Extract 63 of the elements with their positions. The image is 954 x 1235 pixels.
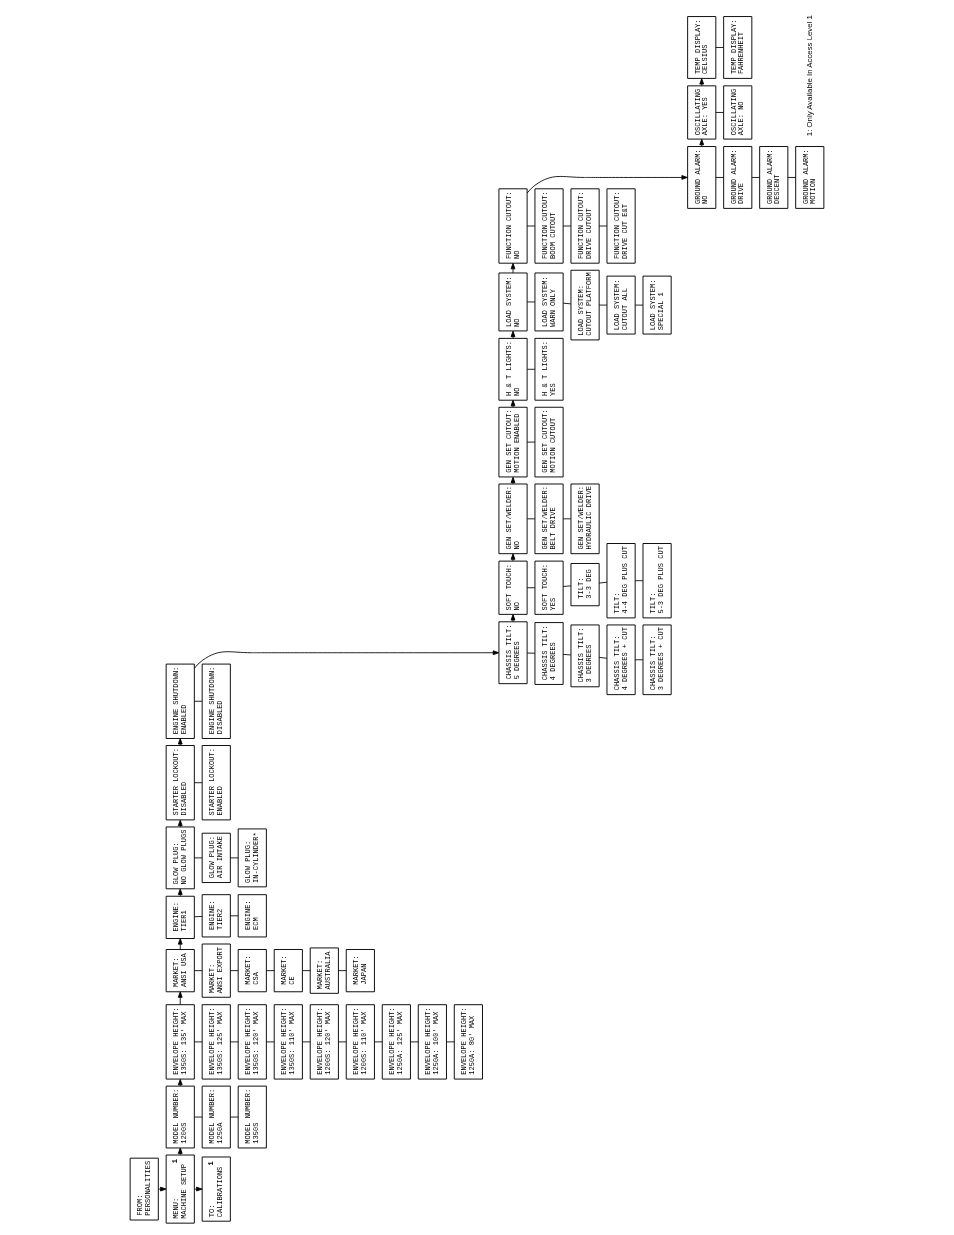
connector	[526, 441, 536, 443]
connector	[634, 659, 644, 661]
arrow	[510, 330, 516, 339]
connector	[598, 581, 608, 584]
connector	[230, 915, 239, 917]
connector	[562, 225, 572, 227]
connector	[562, 518, 572, 520]
arrow	[510, 553, 516, 562]
connector	[562, 302, 572, 305]
arrow	[177, 938, 183, 950]
connector	[230, 1116, 239, 1118]
connector	[634, 304, 644, 306]
arrow	[194, 1186, 203, 1192]
connector	[787, 177, 796, 178]
connector	[338, 970, 347, 972]
connector	[194, 1116, 203, 1118]
connector	[751, 177, 760, 178]
arrow	[177, 991, 183, 1005]
connector	[266, 970, 275, 972]
arrow	[510, 262, 516, 274]
arrow	[526, 175, 688, 194]
connector	[598, 656, 608, 659]
connector	[562, 585, 572, 587]
connector	[302, 1041, 311, 1043]
connector	[194, 970, 203, 972]
connector	[526, 587, 536, 589]
connector	[715, 47, 724, 48]
connector	[562, 654, 572, 656]
connector	[194, 782, 203, 784]
arrow	[177, 1147, 183, 1156]
connector	[715, 177, 724, 178]
connector	[634, 580, 644, 582]
connector	[598, 304, 608, 306]
connector	[230, 1041, 239, 1043]
arrow	[510, 476, 516, 485]
arrow	[510, 614, 516, 623]
connector	[526, 225, 536, 227]
connector	[230, 970, 239, 972]
connector	[194, 916, 203, 918]
arrow	[177, 819, 183, 828]
connector	[715, 112, 724, 113]
connector	[526, 652, 536, 654]
arrow	[158, 1186, 167, 1192]
connector	[194, 857, 203, 859]
connector	[266, 1041, 275, 1043]
connector	[526, 301, 536, 303]
connector	[302, 970, 311, 972]
connector	[446, 1041, 455, 1043]
arrow	[177, 888, 183, 897]
connector	[598, 225, 608, 227]
connector	[230, 857, 239, 859]
arrow	[510, 399, 516, 408]
arrow	[699, 78, 705, 87]
arrow	[699, 138, 705, 147]
connector	[526, 518, 536, 520]
label: 1: Only Available In Access Level 1	[804, 15, 814, 137]
arrow	[193, 650, 500, 669]
connector	[194, 1041, 203, 1043]
connector	[526, 368, 536, 370]
connector	[194, 700, 203, 702]
connector	[374, 1041, 383, 1043]
connector	[338, 1041, 347, 1043]
connector	[410, 1041, 419, 1043]
